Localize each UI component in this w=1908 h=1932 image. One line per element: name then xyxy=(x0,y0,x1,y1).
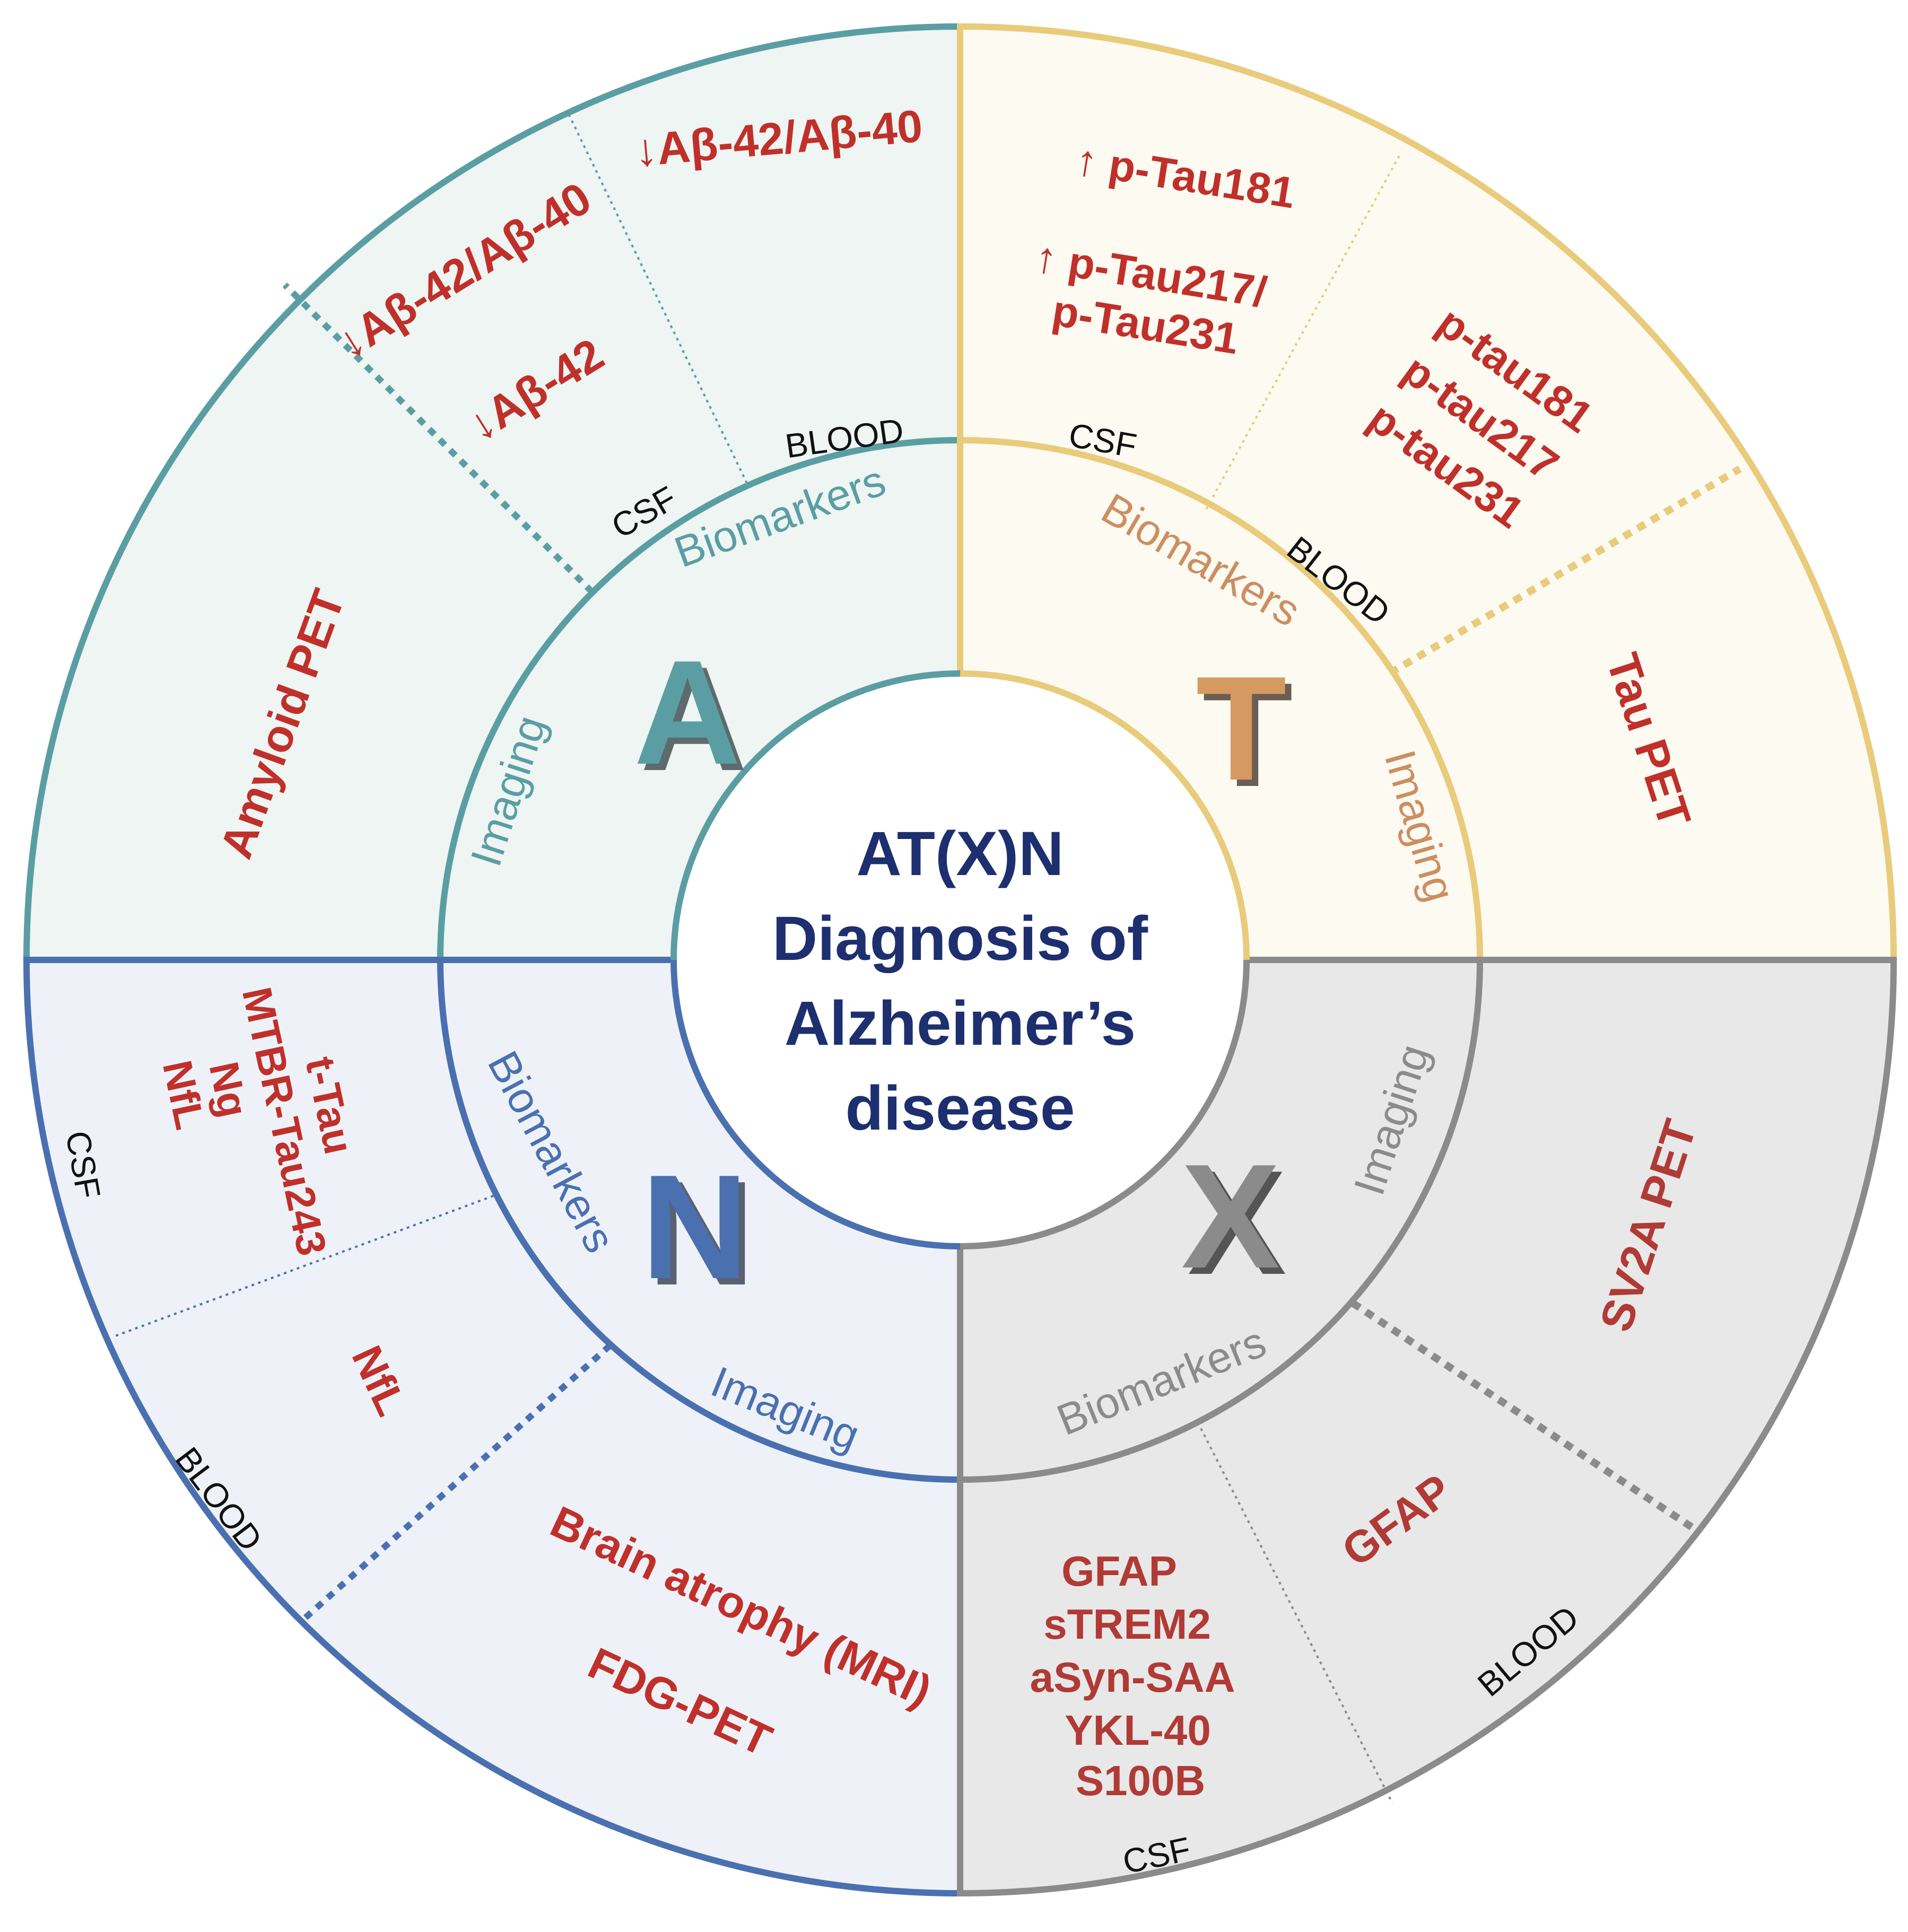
x-csf-item-5: S100B xyxy=(1076,1757,1206,1804)
letter-n: N xyxy=(641,1144,748,1310)
center-arc-a xyxy=(670,670,961,960)
x-csf-item-3: aSyn-SAA xyxy=(1030,1654,1235,1701)
divider-n-imaging xyxy=(298,1343,612,1625)
letter-x-shadow: X xyxy=(1188,1140,1287,1306)
divider-n-csf-blood xyxy=(114,1195,494,1337)
center-arc-n xyxy=(670,959,961,1249)
center-title-line-1: AT(X)N xyxy=(856,819,1064,889)
big-letters: A A T T N N X X xyxy=(634,630,1293,1316)
letter-a: A xyxy=(634,630,741,795)
center-circle xyxy=(674,674,1247,1246)
center-arc-x xyxy=(960,959,1250,1249)
letter-n-shadow: N xyxy=(648,1151,755,1316)
x-csf-item-4: YKL-40 xyxy=(1065,1707,1211,1754)
letter-x: X xyxy=(1181,1134,1281,1299)
center-title-line-2: Diagnosis of xyxy=(772,904,1148,974)
center-title-line-3: Alzheimer’s xyxy=(785,989,1136,1059)
center-arc-t xyxy=(960,670,1250,960)
letter-t-shadow: T xyxy=(1202,652,1293,818)
divider-t-imaging xyxy=(1388,465,1742,677)
x-csf-item-2: sTREM2 xyxy=(1043,1601,1211,1648)
center-title: AT(X)N Diagnosis of Alzheimer’s disease xyxy=(772,819,1148,1143)
n-csf-item-3: Ng xyxy=(201,1057,258,1121)
divider-a-imaging xyxy=(282,282,595,595)
divider-x-csf-blood xyxy=(1197,1422,1393,1804)
center-title-line-4: disease xyxy=(846,1073,1075,1143)
x-csf-item-1: GFAP xyxy=(1061,1548,1177,1595)
letter-t: T xyxy=(1196,646,1286,811)
letter-a-shadow: A xyxy=(640,636,747,802)
divider-x-imaging xyxy=(1351,1300,1694,1531)
divider-t-csf-blood xyxy=(1205,153,1401,510)
